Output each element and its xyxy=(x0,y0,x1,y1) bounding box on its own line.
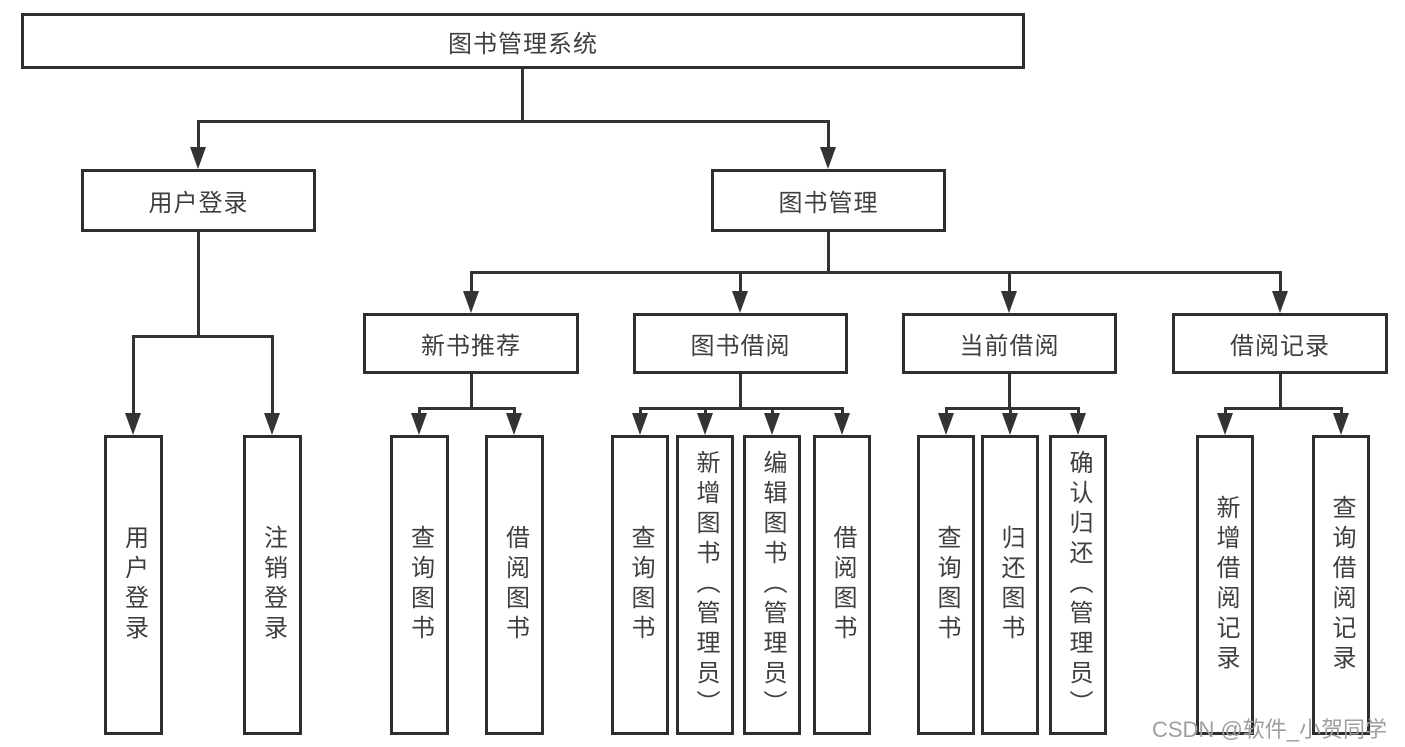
connector-line xyxy=(639,407,843,410)
connector-line xyxy=(1008,374,1011,410)
arrow-down-icon xyxy=(1333,413,1349,435)
leaf-confirm-return-admin: 确认归还（管理员） xyxy=(1049,435,1107,735)
arrow-down-icon xyxy=(1217,413,1233,435)
leaf-add-borrow-record: 新增借阅记录 xyxy=(1196,435,1254,735)
arrow-down-icon xyxy=(411,413,427,435)
connector-line xyxy=(739,374,742,410)
arrow-down-icon xyxy=(463,291,479,313)
connector-line xyxy=(1279,271,1282,295)
node-label: 归还图书 xyxy=(997,525,1024,645)
leaf-borrow-book-newbook: 借阅图书 xyxy=(485,435,544,735)
arrow-down-icon xyxy=(1001,291,1017,313)
connector-line xyxy=(1008,271,1011,295)
node-label: 当前借阅 xyxy=(959,333,1060,360)
arrow-down-icon xyxy=(834,413,850,435)
connector-line xyxy=(197,120,830,123)
connector-line xyxy=(197,232,200,338)
node-label: 查询图书 xyxy=(627,525,654,645)
leaf-borrow-book: 借阅图书 xyxy=(813,435,871,735)
node-user-login: 用户登录 xyxy=(81,169,316,232)
arrow-down-icon xyxy=(1070,413,1086,435)
node-new-book-recommend: 新书推荐 xyxy=(363,313,579,374)
leaf-logout: 注销登录 xyxy=(243,435,302,735)
arrow-down-icon xyxy=(732,291,748,313)
node-label: 图书管理系统 xyxy=(448,30,598,58)
arrow-down-icon xyxy=(264,413,280,435)
arrow-down-icon xyxy=(938,413,954,435)
connector-line xyxy=(132,335,135,417)
connector-line xyxy=(418,407,516,410)
node-label: 确认归还（管理员） xyxy=(1065,450,1092,720)
node-book-borrow: 图书借阅 xyxy=(633,313,848,374)
node-label: 用户登录 xyxy=(148,190,249,217)
node-label: 借阅记录 xyxy=(1230,333,1330,360)
leaf-return-book: 归还图书 xyxy=(981,435,1039,735)
node-label: 查询借阅记录 xyxy=(1328,495,1355,675)
node-label: 新书推荐 xyxy=(421,333,521,360)
node-label: 用户登录 xyxy=(120,525,148,645)
node-label: 新增图书（管理员） xyxy=(692,450,719,720)
arrow-down-icon xyxy=(506,413,522,435)
arrow-down-icon xyxy=(125,413,141,435)
arrow-down-icon xyxy=(190,147,206,169)
csdn-watermark: CSDN @软件_小贺同学 xyxy=(1152,717,1388,742)
connector-line xyxy=(945,407,1079,410)
node-book-management: 图书管理 xyxy=(711,169,946,232)
node-label: 新增借阅记录 xyxy=(1212,495,1239,675)
arrow-down-icon xyxy=(820,147,836,169)
connector-line xyxy=(271,335,274,417)
arrow-down-icon xyxy=(697,413,713,435)
leaf-query-book-current: 查询图书 xyxy=(917,435,975,735)
arrow-down-icon xyxy=(632,413,648,435)
node-borrow-record: 借阅记录 xyxy=(1172,313,1388,374)
connector-line xyxy=(470,271,1282,274)
connector-line xyxy=(827,120,830,152)
connector-line xyxy=(1224,407,1342,410)
connector-line xyxy=(739,271,742,295)
node-label: 编辑图书（管理员） xyxy=(759,450,786,720)
leaf-query-book-newbook: 查询图书 xyxy=(390,435,449,735)
leaf-query-borrow-record: 查询借阅记录 xyxy=(1312,435,1370,735)
connector-line xyxy=(521,69,524,120)
leaf-query-book-borrow: 查询图书 xyxy=(611,435,669,735)
node-current-borrow: 当前借阅 xyxy=(902,313,1117,374)
connector-line xyxy=(827,232,830,274)
node-label: 图书借阅 xyxy=(690,333,791,360)
node-root-library-system: 图书管理系统 xyxy=(21,13,1025,69)
connector-line xyxy=(470,271,473,295)
connector-line xyxy=(197,120,200,152)
arrow-down-icon xyxy=(764,413,780,435)
arrow-down-icon xyxy=(1002,413,1018,435)
connector-line xyxy=(470,374,473,410)
leaf-edit-book-admin: 编辑图书（管理员） xyxy=(743,435,801,735)
arrow-down-icon xyxy=(1272,291,1288,313)
node-label: 查询图书 xyxy=(406,525,434,645)
node-label: 图书管理 xyxy=(778,190,879,217)
node-label: 查询图书 xyxy=(933,525,960,645)
leaf-user-login: 用户登录 xyxy=(104,435,163,735)
connector-line xyxy=(1279,374,1282,410)
connector-line xyxy=(132,335,274,338)
node-label: 借阅图书 xyxy=(501,525,529,645)
leaf-add-book-admin: 新增图书（管理员） xyxy=(676,435,734,735)
node-label: 注销登录 xyxy=(259,525,287,645)
node-label: 借阅图书 xyxy=(829,525,856,645)
